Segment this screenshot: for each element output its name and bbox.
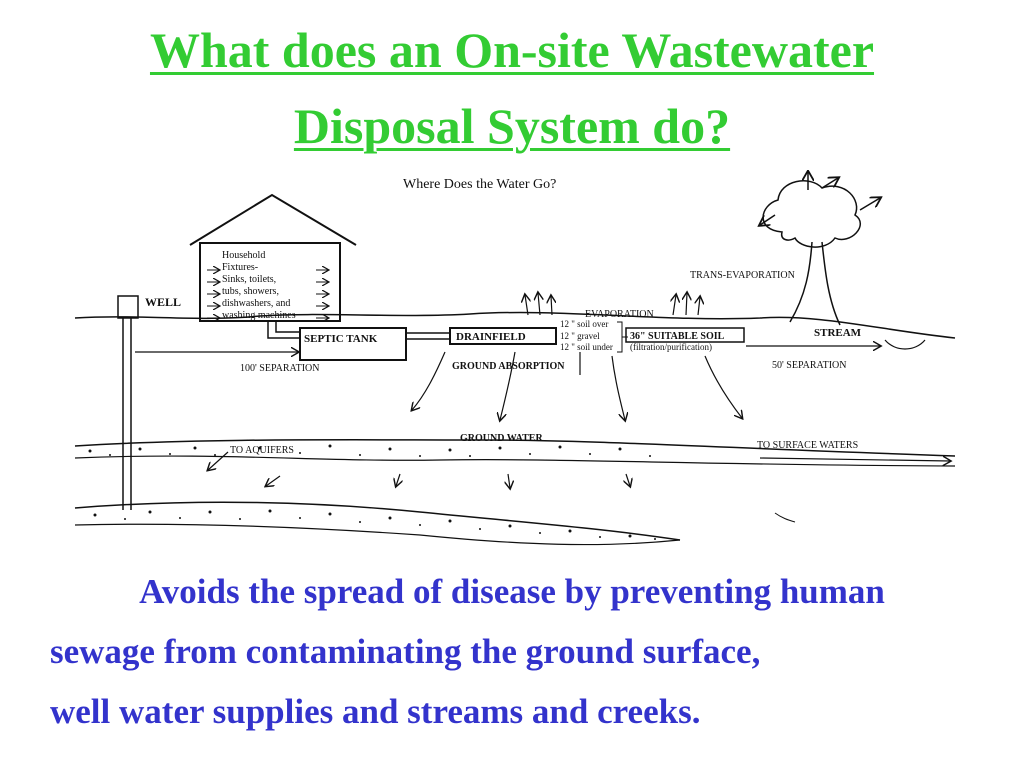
septic-tank-label: SEPTIC TANK [304,333,378,345]
evaporation-arrows [525,293,700,316]
house-label-6: washing machines [222,310,296,321]
ground-water-label: GROUND WATER [460,433,543,444]
evaporation-label: EVAPORATION [585,309,654,320]
ground-water-lower-line [74,455,956,467]
to-aquifers-label: TO AQUIFERS [230,445,294,456]
to-surface-waters-label: TO SURFACE WATERS [757,440,858,451]
small-mark [774,512,796,523]
aquifer-gravel [93,509,656,540]
wastewater-diagram: Where Does the Water Go? Household Fixtu… [74,170,956,546]
tree [760,172,880,326]
house-label-2: Fixtures- [222,262,258,273]
gravel-label: 12 " gravel [560,331,600,341]
pipes [267,321,450,340]
suitable-soil-box [625,327,745,343]
soil-over-label: 12 " soil over [560,319,608,329]
ground-water-upper-line [74,439,956,457]
trans-evaporation-label: TRANS-EVAPORATION [690,270,795,281]
drainfield-label: DRAINFIELD [456,331,526,343]
well-label: WELL [145,295,181,309]
house-label-4: tubs, showers, [222,286,279,297]
caption-line-2: sewage from contaminating the ground sur… [50,632,761,671]
aquifer-arrows [208,451,630,488]
soil-under-label: 12 " soil under [560,342,613,352]
house-label-3: Sinks, toilets, [222,274,276,285]
caption-line-3: well water supplies and streams and cree… [50,692,701,731]
house: Household Fixtures- Sinks, toilets, tubs… [189,193,357,322]
filtration-label: (filtration/purification) [630,342,712,352]
house-label-5: dishwashers, and [222,298,290,309]
ground-absorption-label: GROUND ABSORPTION [452,361,565,372]
slide-title-line-2: Disposal System do? [293,98,731,154]
suitable-soil-label: 36" SUITABLE SOIL [630,331,725,342]
ground-water-gravel [88,444,651,457]
aquifer-lower-line [74,523,681,546]
aquifer-upper-line [74,501,681,541]
slide-title-line-1: What does an On-site Wastewater [149,22,875,78]
drainfield [449,327,557,345]
house-label-1: Household [222,250,265,261]
to-surface-waters-arrow [759,458,950,461]
stream-bed [884,339,926,350]
separation-100-label: 100' SEPARATION [240,363,320,374]
caption-line-1: Avoids the spread of disease by preventi… [139,572,885,611]
absorption-arrows [412,351,742,420]
well: WELL [117,295,181,510]
separation-50-label: 50' SEPARATION [772,360,847,371]
diagram-heading: Where Does the Water Go? [403,177,556,192]
stream-label: STREAM [814,327,862,339]
septic-tank [299,327,407,361]
